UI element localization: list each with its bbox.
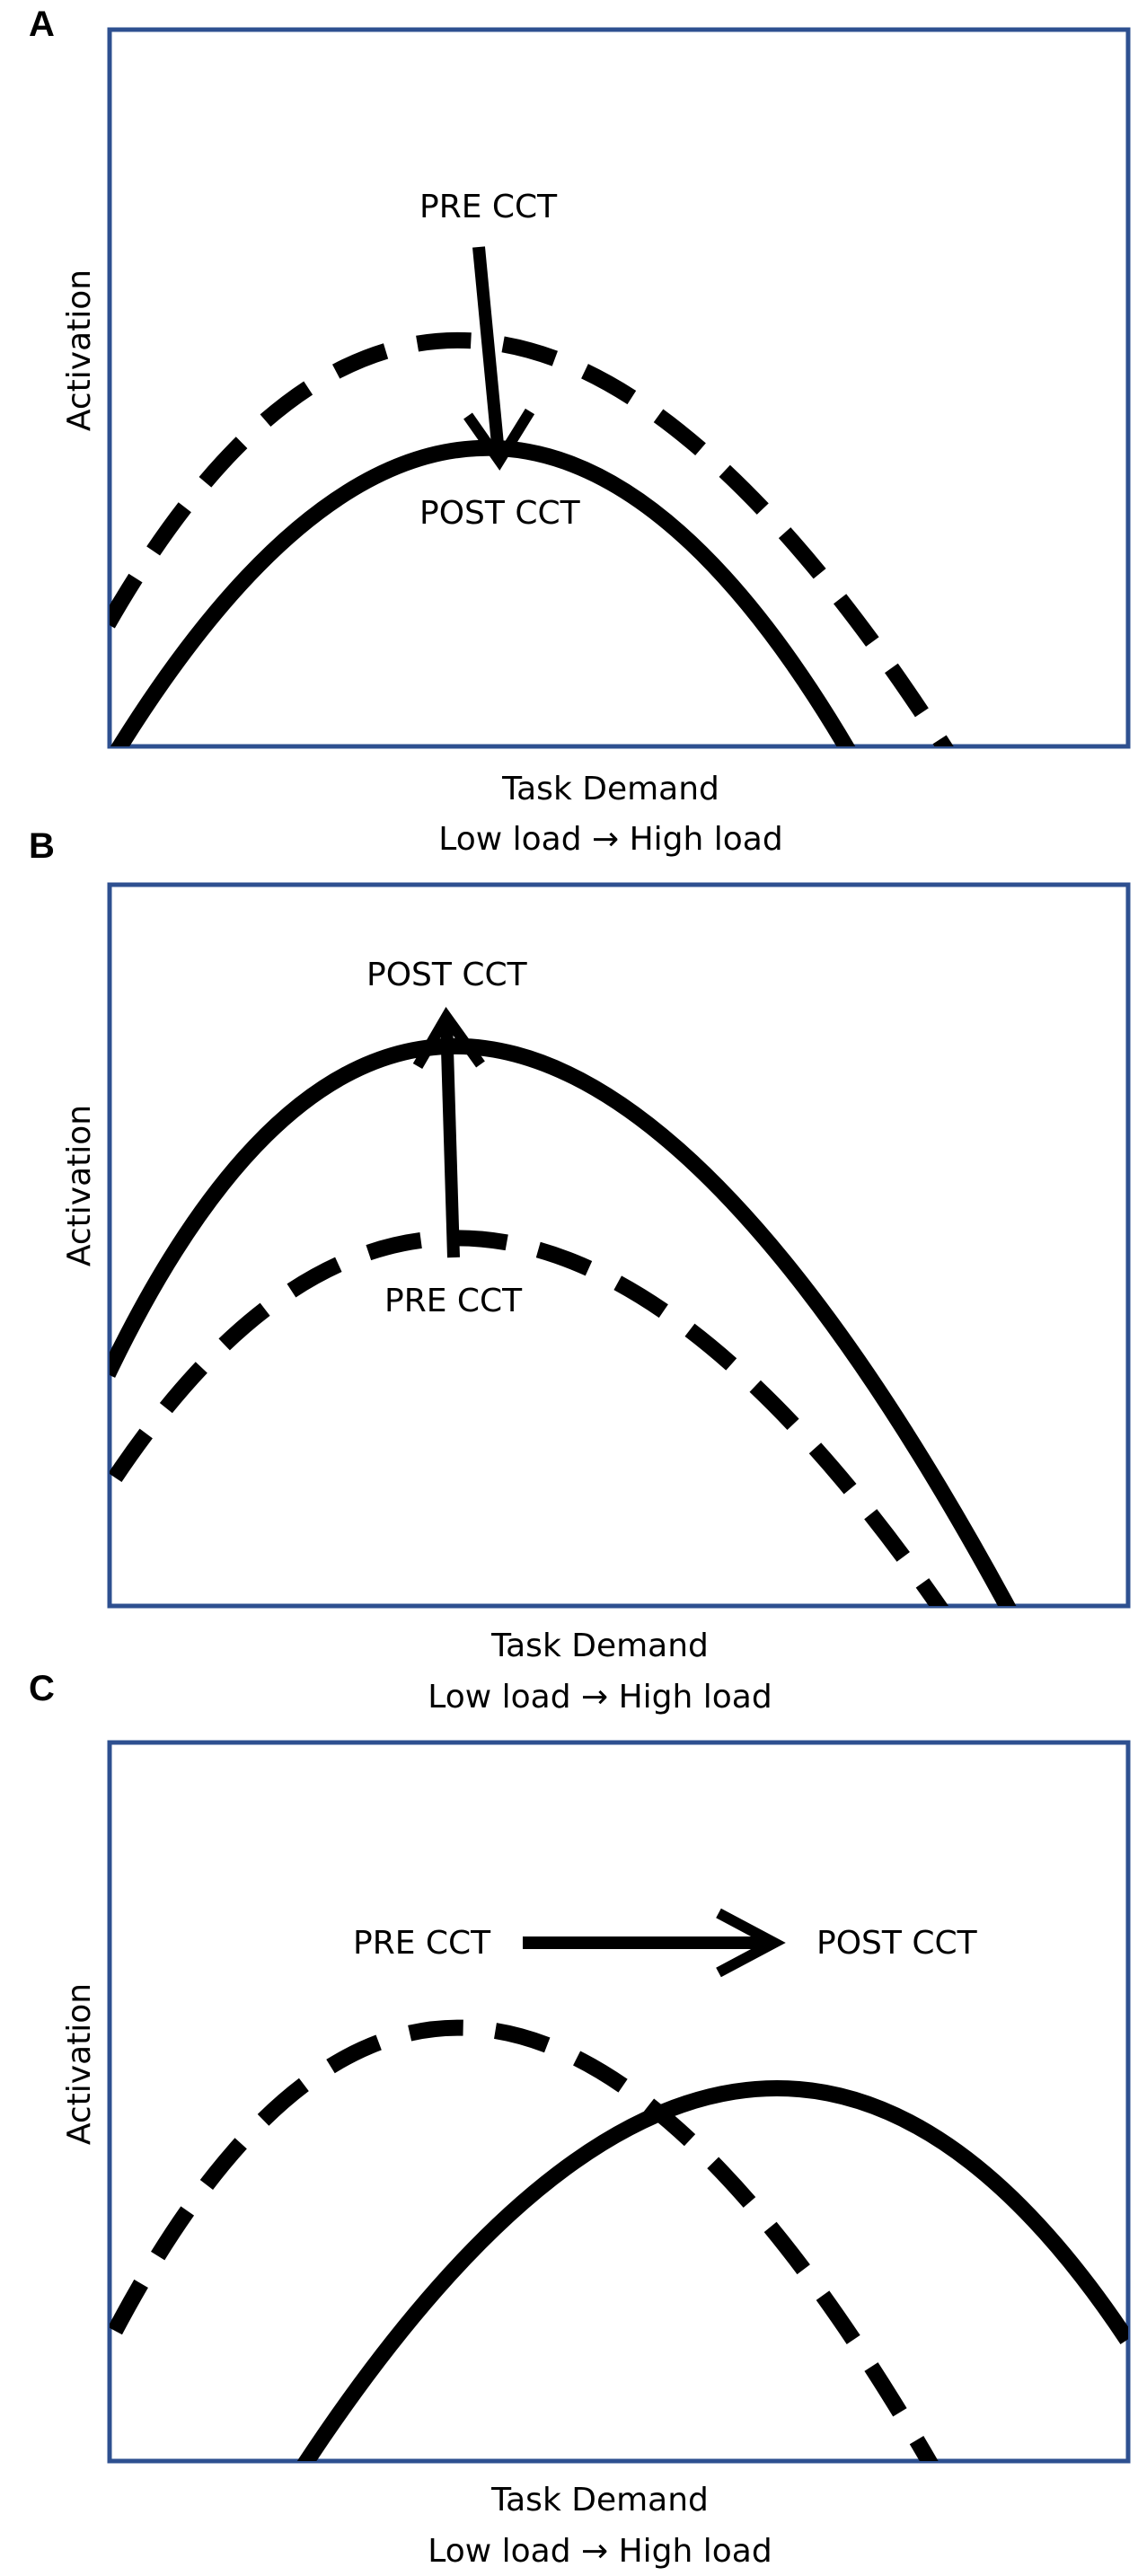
panel-c-arrow-head <box>716 1908 786 1978</box>
panel-c-y-axis-label: Activation <box>61 1983 98 2145</box>
panel-a-arrow-head <box>463 408 535 471</box>
panel-a-pre-curve <box>110 331 954 746</box>
panel-b-x-axis-sublabel: Low load → High load <box>428 1679 772 1716</box>
panel-b: B POST CCT PRE CCT Activation Task Deman… <box>29 826 1131 1716</box>
panel-b-x-axis-label: Task Demand <box>490 1628 709 1664</box>
panel-b-shift-arrow <box>440 1019 460 1258</box>
panel-b-post-label: POST CCT <box>366 957 528 993</box>
panel-a-x-axis-sublabel: Low load → High load <box>438 821 782 858</box>
panel-c-pre-label: PRE CCT <box>353 1925 491 1962</box>
panel-a-pre-label: PRE CCT <box>419 189 558 225</box>
panel-a-shift-arrow <box>472 246 505 454</box>
panel-c: C PRE CCT POST CCT Activation Task Deman… <box>29 1669 1131 2570</box>
panel-b-post-curve <box>110 1037 1017 1606</box>
panel-c-post-label: POST CCT <box>816 1925 978 1962</box>
panel-a-post-label: POST CCT <box>419 495 581 532</box>
panel-a-x-axis-label: Task Demand <box>501 771 719 807</box>
panel-c-post-curve <box>296 2079 1128 2461</box>
panel-b-arrow-head <box>412 1006 485 1070</box>
panel-b-pre-curve <box>110 1230 949 1606</box>
panel-c-pre-curve <box>110 2019 939 2461</box>
panel-c-letter: C <box>29 1669 55 1708</box>
panel-b-pre-label: PRE CCT <box>384 1283 523 1319</box>
panel-a-frame <box>107 27 1131 749</box>
panel-b-frame <box>107 882 1131 1609</box>
panel-c-x-axis-sublabel: Low load → High load <box>428 2533 772 2570</box>
panel-a: A PRE CCT POST CCT Activation Task Deman… <box>29 4 1131 858</box>
panel-c-frame <box>107 1740 1131 2464</box>
panel-b-letter: B <box>29 826 55 866</box>
panel-c-x-axis-label: Task Demand <box>490 2482 709 2519</box>
panel-b-y-axis-label: Activation <box>61 1105 98 1266</box>
panel-a-y-axis-label: Activation <box>61 269 98 431</box>
panel-a-letter: A <box>29 4 55 44</box>
